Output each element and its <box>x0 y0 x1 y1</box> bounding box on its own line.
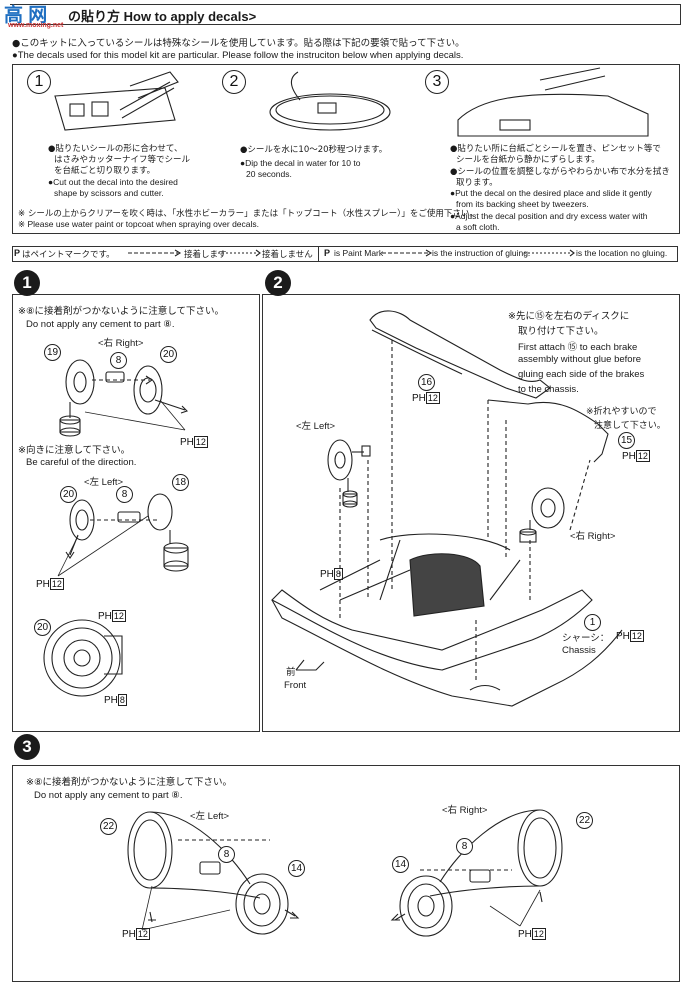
step-2-chassis-en: Chassis <box>562 645 596 656</box>
decal-step-3-jp3: ●シールの位置を調整しながらやわらかい布で水分を拭き <box>450 167 670 177</box>
header-bar <box>10 4 681 25</box>
step-1-note-en: Do not apply any cement to part ⑧. <box>26 319 175 330</box>
part-18: 18 <box>172 474 189 491</box>
step-1-left-label: <左 Left> <box>84 477 124 488</box>
decal-step-3-jp2: シールを台紙から静かにずらします。 <box>456 155 600 165</box>
decal-step-1-en1: ●Cut out the decal into the desired <box>48 177 178 187</box>
step-2-note-jp2: 取り付けて下さい。 <box>518 326 604 337</box>
legend-glue-jp: 接着します <box>184 250 227 260</box>
part-20-c: 20 <box>34 619 51 636</box>
step-2-note-en3: gluing each side of the brakes <box>518 369 645 380</box>
step-1-direction-jp: ※向きに注意して下さい。 <box>18 445 131 456</box>
decal-step-3-jp4: 取ります。 <box>456 178 498 188</box>
step-2-fragile-jp2: 注意して下さい。 <box>594 421 666 431</box>
step-1-direction-en: Be careful of the direction. <box>26 457 137 468</box>
decal-step-1-en2: shape by scissors and cutter. <box>54 188 164 198</box>
decal-intro-en: ●The decals used for this model kit are … <box>12 50 464 61</box>
step-2-left-label: <左 Left> <box>296 421 336 432</box>
step-2-front-en: Front <box>284 680 307 691</box>
step-2-number: 2 <box>265 270 291 296</box>
step-2-front-jp: 前 <box>286 667 296 678</box>
step-2-panel <box>262 294 680 732</box>
decal-step-3-en3: ●Adjust the decal position and dry exces… <box>450 211 648 221</box>
decal-intro-jp: ●このキットに入っているシールは特殊なシールを使用しています。貼る際は下記の要領… <box>12 38 465 49</box>
part-14: 14 <box>288 860 305 877</box>
decal-note-en: ※ Please use water paint or topcoat when… <box>18 219 260 229</box>
legend-noglue-jp: 接着しません <box>262 250 313 260</box>
step-3-number: 3 <box>14 734 40 760</box>
step-2-chassis-jp: シャーシ： <box>562 633 610 644</box>
part-1: 1 <box>584 614 601 631</box>
legend-box-en <box>318 246 678 262</box>
part-8: 8 <box>110 352 127 369</box>
section-title: の貼り方 How to apply decals> <box>68 9 257 24</box>
step-3-panel <box>12 765 680 982</box>
step-2-note-jp1: ※先に⑮を左右のディスクに <box>508 311 630 322</box>
part-19: 19 <box>44 344 61 361</box>
part-15: 15 <box>618 432 635 449</box>
decal-step-1-jp2: はさみやカッターナイフ等でシール <box>54 155 191 165</box>
decal-step-3-en1: ●Put the decal on the desired place and … <box>450 188 652 198</box>
legend-noglue-en: is the location no gluing. <box>576 248 668 258</box>
decal-step-3-jp1: ●貼りたい所に台紙ごとシールを置き、ピンセット等で <box>450 144 661 154</box>
part-22-b: 22 <box>576 812 593 829</box>
decal-step-1-number: 1 <box>27 70 51 94</box>
part-22: 22 <box>100 818 117 835</box>
decal-step-3-en4: a soft cloth. <box>456 222 500 232</box>
step-3-right-label: <右 Right> <box>442 805 488 816</box>
step-2-note-en2: assembly without glue before <box>518 354 642 365</box>
decal-step-3-en2: from its backing sheet by tweezers. <box>456 199 589 209</box>
legend-glue-en: is the instruction of gluing. <box>432 248 531 258</box>
step-3-note-en: Do not apply any cement to part ⑧. <box>34 790 183 801</box>
part-8-b: 8 <box>116 486 133 503</box>
legend-paint-en: is Paint Mark <box>334 248 384 258</box>
part-16: 16 <box>418 374 435 391</box>
step-1-panel <box>12 294 260 732</box>
step-2-note-en4: to the chassis. <box>518 384 579 395</box>
step-2-fragile-jp1: ※折れやすいので <box>586 407 657 417</box>
decal-step-2-en1: ●Dip the decal in water for 10 to <box>240 158 361 168</box>
step-1-right-label: <右 Right> <box>98 338 144 349</box>
decal-step-2-number: 2 <box>222 70 246 94</box>
page-header: 高 网 の貼り方 How to apply decals> www.moxing… <box>0 0 690 29</box>
step-3-note-jp: ※⑧に接着剤がつかないように注意して下さい。 <box>26 777 233 788</box>
decal-step-1-jp3: を台紙ごと切り取ります。 <box>54 166 156 176</box>
step-1-number: 1 <box>14 270 40 296</box>
step-3-left-label: <左 Left> <box>190 811 230 822</box>
step-1-note-jp: ※⑧に接着剤がつかないように注意して下さい。 <box>18 306 225 317</box>
step-2-right-label: <右 Right> <box>570 531 616 542</box>
decal-note-jp: ※ シールの上からクリアーを吹く時は、「水性ホビーカラー」または「トップコート（… <box>18 209 478 219</box>
legend-p-mark-jp: P <box>14 248 21 258</box>
legend-p-mark-en: P <box>324 248 331 258</box>
decal-instructions-panel <box>12 64 680 234</box>
part-20-b: 20 <box>60 486 77 503</box>
decal-step-2-en2: 20 seconds. <box>246 169 292 179</box>
decal-step-3-number: 3 <box>425 70 449 94</box>
watermark-logo: 高 网 <box>4 5 48 26</box>
decal-step-2-jp1: ●シールを水に10〜20秒程つけます。 <box>240 145 388 155</box>
part-20: 20 <box>160 346 177 363</box>
part-8-c: 8 <box>218 846 235 863</box>
legend-paint-jp: はペイントマークです。 <box>22 250 115 260</box>
watermark-site: www.moxing.net <box>8 22 64 29</box>
part-8-d: 8 <box>456 838 473 855</box>
decal-step-1-jp1: ●貼りたいシールの形に合わせて、 <box>48 144 183 154</box>
part-14-b: 14 <box>392 856 409 873</box>
step-2-note-en1: First attach ⑮ to each brake <box>518 342 638 353</box>
